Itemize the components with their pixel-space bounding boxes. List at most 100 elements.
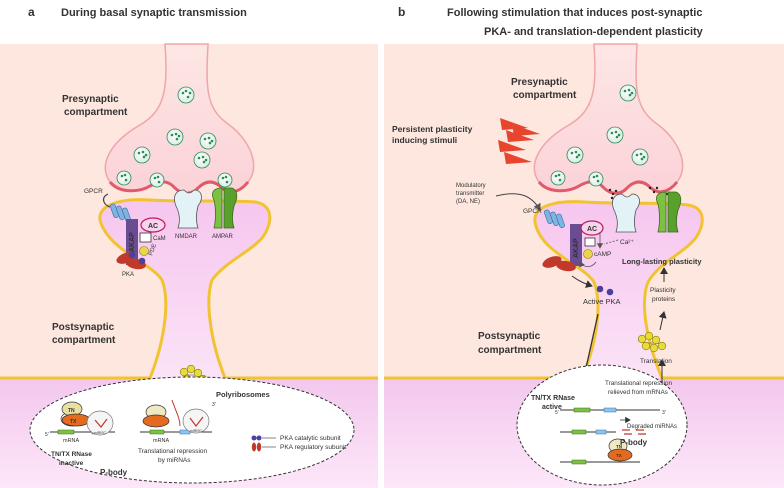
panel-b-camp-label: cAMP: [594, 251, 611, 258]
pbody-a-mrna-2: mRNA: [153, 438, 170, 444]
panel-a-akap-complex: [116, 217, 166, 270]
legend-catalytic-label: PKA catalytic subunit: [280, 435, 341, 442]
pbody-b-five-prime: 5': [555, 410, 559, 416]
panel-b-gpcr: [543, 209, 565, 228]
pbody-a-rnase-1: TN/TX RNase: [51, 451, 92, 458]
panel-a-vesicles: [116, 86, 233, 188]
panel-b-plasticity-2: proteins: [652, 296, 676, 303]
panel-b-stimuli-arrows: [498, 118, 540, 164]
pbody-a-rnase-2: inactive: [59, 460, 84, 467]
vesicle: [550, 170, 566, 186]
pbody-b-label: P-body: [620, 438, 648, 447]
panel-b-translation-label: Translation: [640, 358, 672, 365]
panel-b-presynaptic-label-1: Presynaptic: [511, 77, 568, 88]
panel-b-title-2: PKA- and translation-dependent plasticit…: [484, 26, 704, 38]
panel-a-polyribosomes-label: Polyribosomes: [216, 390, 270, 399]
panel-b-translation: [637, 267, 668, 392]
vesicle: [177, 86, 195, 104]
vesicle: [606, 126, 624, 144]
panel-b-nmdar: [612, 193, 640, 233]
panel-a-nmdar-label: NMDAR: [175, 234, 198, 240]
panel-a-gpcr: [102, 193, 131, 222]
vesicle: [166, 128, 184, 146]
pbody-b-tx: TX: [616, 453, 622, 458]
panel-b-modulatory-2: transmitter: [456, 191, 484, 197]
pbody-b-rnase-2: active: [542, 404, 562, 411]
panel-a: a During basal synaptic transmission Pre…: [0, 5, 378, 488]
panel-b-long-lasting-label: Long-lasting plasticity: [622, 257, 702, 266]
panel-b-pbody: [516, 364, 688, 486]
panel-b-postsynaptic-label-1: Postsynaptic: [478, 331, 541, 342]
cam-box: [139, 232, 152, 243]
pbody-b-tn: TN: [616, 444, 622, 449]
panel-b-plasticity-1: Plasticity: [650, 287, 676, 294]
pbody-b-degraded: Degraded miRNAs: [627, 424, 677, 430]
pbody-b-relieved-2: relieved from mRNAs: [608, 389, 668, 396]
pka-catalytic: [138, 257, 146, 265]
ac-enzyme: [140, 217, 166, 233]
panel-a-presynaptic-label-1: Presynaptic: [62, 94, 119, 105]
panel-b: b Following stimulation that induces pos…: [384, 5, 784, 488]
panel-a-title: During basal synaptic transmission: [61, 7, 247, 19]
panel-a-cam-label: CaM: [153, 236, 166, 242]
panel-b-postsynaptic-label-2: compartment: [478, 345, 542, 356]
vesicle: [619, 84, 637, 102]
pbody-a-label: P-body: [100, 468, 128, 477]
legend-regulatory-label: PKA regulatory subunit: [280, 444, 346, 451]
pbody-a-three-prime: 3': [212, 402, 216, 408]
pbody-b-rnase-1: TN/TX RNase: [531, 395, 575, 402]
pbody-a-mrna-1: mRNA: [63, 438, 80, 444]
panel-b-active-pka-label: Active PKA: [583, 297, 621, 306]
panel-a-postsynaptic-label-2: compartment: [52, 335, 116, 346]
panel-a-legend: [251, 435, 276, 452]
panel-a-ac-label: AC: [148, 223, 158, 230]
vesicle: [116, 170, 132, 186]
panel-a-presynaptic-label-2: compartment: [64, 107, 128, 118]
modulatory-arrow: [495, 193, 541, 211]
panel-a-letter: a: [28, 5, 35, 19]
pbody-a-repression-1: Translational repression: [138, 448, 208, 455]
panel-b-presynaptic-label-2: compartment: [513, 90, 577, 101]
vesicle: [193, 151, 211, 169]
panel-a-gpcr-label: GPCR: [84, 188, 103, 195]
pbody-a-tx: TX: [70, 419, 77, 425]
panel-b-stimuli-2: inducing stimuli: [392, 135, 457, 145]
pbody-a-mirisc-1: miRISC: [94, 431, 107, 435]
vesicle: [566, 146, 584, 164]
panel-b-modulatory-1: Modulatory: [456, 183, 486, 189]
panel-b-akap-complex: [542, 220, 619, 272]
panel-a-nmdar: [174, 189, 202, 229]
panel-b-akap-label: AKAP: [573, 238, 580, 258]
pbody-b-three-prime: 3': [662, 410, 666, 416]
vesicle: [199, 132, 217, 150]
panel-a-ampar: [212, 187, 238, 229]
panel-b-letter: b: [398, 5, 405, 19]
panel-a-akap-label: AKAP: [129, 232, 136, 252]
pka-catalytic: [128, 251, 136, 259]
panel-b-gpcr-label: GPCR: [523, 208, 542, 215]
pde-circle: [139, 246, 149, 256]
panel-b-presynaptic-membrane: [537, 180, 679, 195]
panel-b-title-1: Following stimulation that induces post-…: [447, 7, 702, 19]
panel-a-postsynaptic-label-1: Postsynaptic: [52, 322, 115, 333]
panel-a-ampar-label: AMPAR: [212, 234, 234, 240]
panel-b-ca-label: Ca²⁺: [620, 239, 634, 246]
pbody-a-mirisc-2: miRISC: [190, 429, 203, 433]
panel-b-stimuli-1: Persistent plasticity: [392, 124, 473, 134]
panel-b-vesicles: [550, 84, 669, 200]
panel-b-ampar: [656, 191, 682, 233]
panel-b-ac-label: AC: [587, 226, 597, 233]
pbody-a-tn: TN: [68, 408, 75, 414]
panel-a-pka-label: PKA: [122, 272, 134, 278]
panel-b-modulatory-3: (DA, NE): [456, 199, 480, 205]
panel-a-pde-label: PDE: [148, 243, 158, 257]
pbody-a-repression-2: by miRNAs: [158, 457, 191, 464]
panel-a-pbody: [29, 376, 355, 484]
vesicle: [588, 171, 604, 187]
vesicle: [217, 172, 233, 188]
pbody-a-five-prime: 5': [45, 432, 49, 438]
vesicle: [149, 172, 165, 188]
vesicle: [631, 148, 649, 166]
pbody-b-relieved-1: Translational repression: [605, 380, 672, 387]
panel-a-postsynaptic-spine: [99, 199, 270, 378]
